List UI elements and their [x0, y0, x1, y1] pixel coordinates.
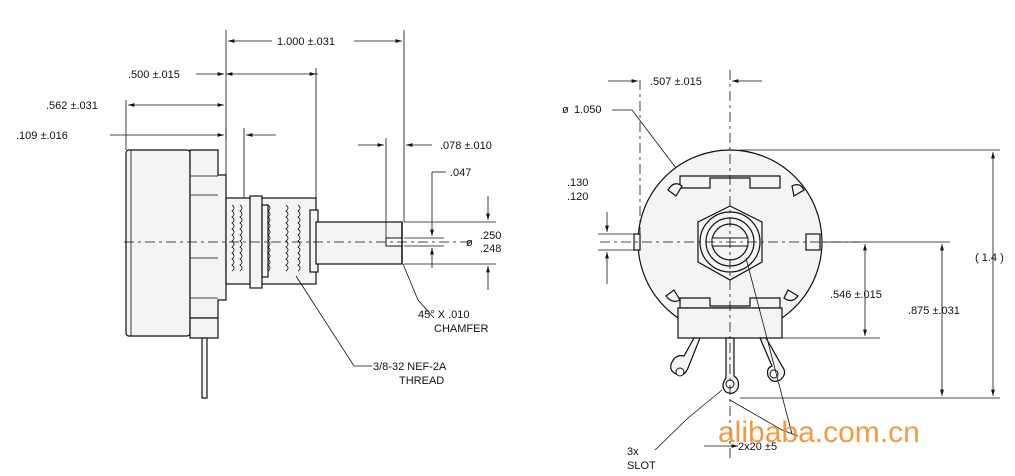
dim-key-min: .120 — [567, 191, 588, 203]
dim-overall-length: 1.000 ±.031 — [277, 36, 335, 48]
dim-terminal-spacing: 2x20 ±5 — [738, 441, 777, 453]
diameter-symbol: ø — [466, 237, 473, 249]
housing-body — [125, 149, 191, 337]
terminal-tab — [189, 317, 219, 339]
dim-overall-height: ( 1.4 ) — [975, 252, 1004, 264]
chamfer-label: CHAMFER — [434, 323, 488, 335]
dim-center-to-terminal: .875 ±.031 — [908, 305, 960, 317]
front-view: ø 1.050 .507 ±.015 .130 .120 ( 1.4 ) .54… — [562, 70, 1004, 472]
terminal-center — [722, 337, 740, 394]
dim-shaft-max: .250 — [480, 230, 501, 242]
slot-count: 3x — [627, 446, 639, 458]
slot-label: SLOT — [627, 460, 656, 472]
terminal-lead — [201, 337, 208, 399]
thread-spec: 3/8-32 NEF-2A — [373, 361, 447, 373]
dim-flange-thickness: .109 ±.016 — [16, 130, 68, 142]
dim-bushing-length: .500 ±.015 — [128, 69, 180, 81]
dim-key-max: .130 — [567, 177, 588, 189]
watermark-text: alibaba.com.cn — [718, 416, 920, 449]
dim-center-to-block: .546 ±.015 — [830, 289, 882, 301]
dim-key-offset: .507 ±.015 — [650, 76, 702, 88]
dim-shaft-min: .248 — [480, 243, 501, 255]
thread-label: THREAD — [399, 375, 444, 387]
chamfer-spec: 45° X .010 — [418, 309, 470, 321]
side-view: 1.000 ±.031 .500 ±.015 .562 ±.031 .109 ±… — [16, 30, 501, 399]
terminal-block — [677, 307, 783, 339]
dim-body-diameter: 1.050 — [574, 104, 602, 116]
dim-slot-width: .047 — [450, 167, 471, 179]
diameter-symbol-front: ø — [562, 104, 569, 116]
frame-bracket — [189, 149, 227, 319]
terminal-left — [670, 337, 701, 376]
dim-body-depth: .562 ±.031 — [46, 100, 98, 112]
dim-slot-depth: .078 ±.010 — [440, 140, 492, 152]
